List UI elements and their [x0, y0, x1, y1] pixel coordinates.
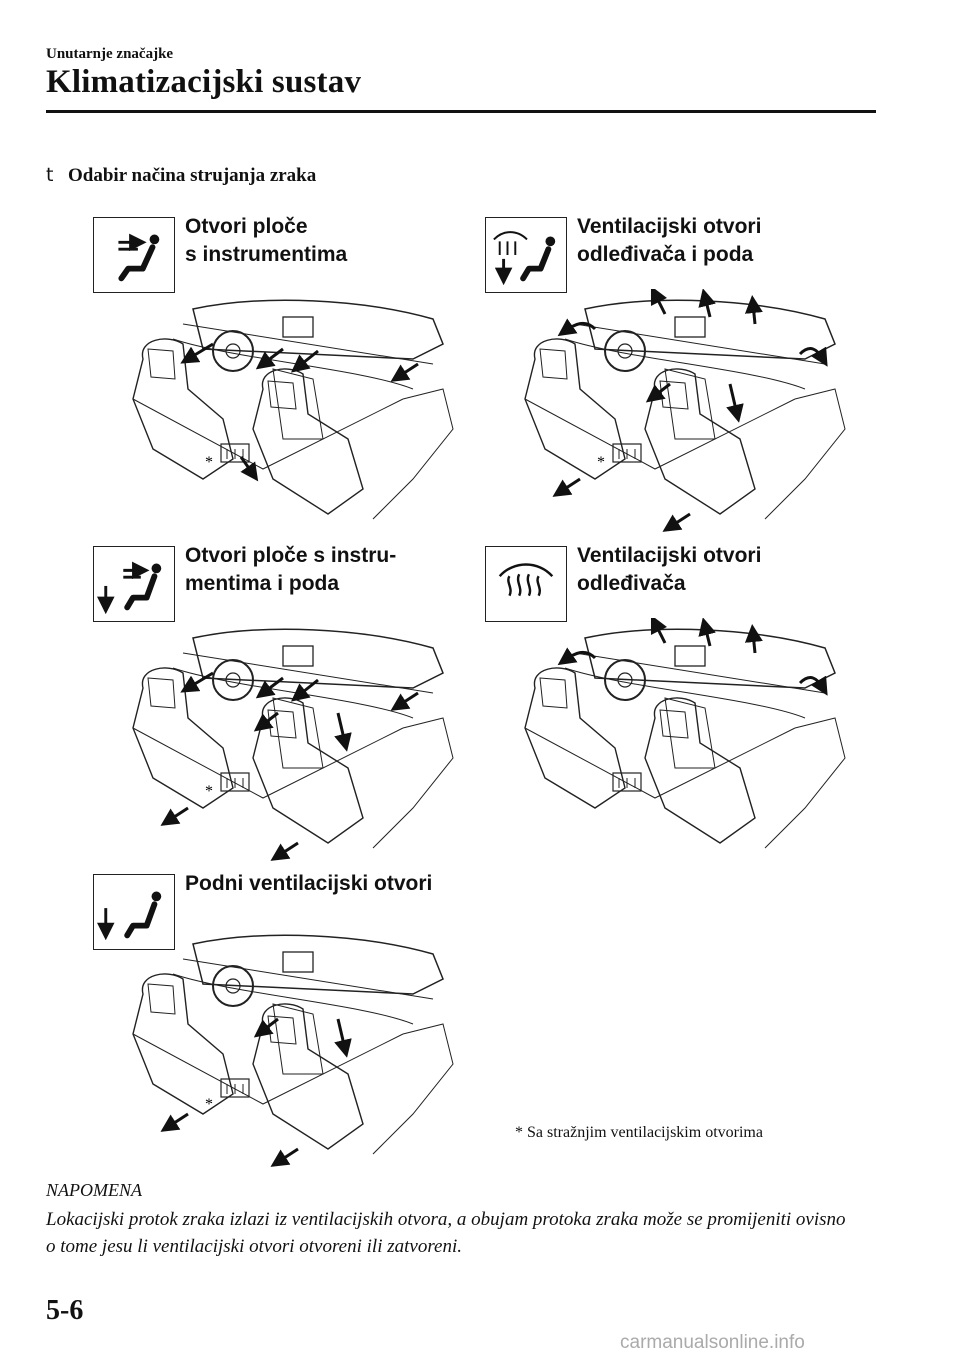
asterisk: * — [205, 1096, 213, 1113]
cabin-illustration: * — [505, 289, 855, 539]
section-marker: t — [46, 164, 54, 186]
mode-label: Ventilacijski otvori odleđivača i poda — [577, 215, 762, 266]
note-text: Lokacijski protok zraka izlazi iz ventil… — [46, 1209, 846, 1257]
section-heading: t Odabir načina strujanja zraka — [46, 164, 316, 187]
asterisk: * — [205, 454, 213, 471]
watermark: carmanualsonline.info — [620, 1332, 805, 1353]
defrost-vent-icon-box — [485, 546, 567, 622]
cabin-illustration: * — [113, 618, 463, 868]
face-vent-icon — [118, 233, 160, 282]
page-number: 5-6 — [46, 1295, 84, 1326]
mode-face: Otvori ploče s instrumentima * — [93, 215, 473, 539]
asterisk: * — [597, 454, 605, 471]
mode-label: Otvori ploče s instru- mentima i poda — [185, 544, 397, 595]
breadcrumb: Unutarnje značajke — [46, 46, 174, 62]
face-floor-vent-icon-box — [93, 546, 175, 622]
section-title: Odabir načina strujanja zraka — [68, 165, 317, 186]
footnote: * Sa stražnjim ventilacijskim otvorima — [515, 1124, 763, 1141]
defrost-floor-vent-icon — [493, 231, 556, 286]
asterisk: * — [205, 783, 213, 800]
cabin-illustration: * — [113, 924, 463, 1174]
defrost-vent-icon — [498, 563, 554, 597]
cabin-illustration — [505, 618, 855, 868]
mode-label: Podni ventilacijski otvori — [185, 872, 433, 895]
face-floor-vent-icon — [97, 561, 162, 615]
mode-label: Otvori ploče s instrumentima — [185, 215, 348, 266]
cabin-illustration: * — [113, 289, 463, 539]
face-vent-icon-box — [93, 217, 175, 293]
mode-label: Ventilacijski otvori odleđivača — [577, 544, 762, 595]
title-divider — [46, 110, 876, 113]
mode-face-floor: Otvori ploče s instru- mentima i poda * — [93, 544, 473, 868]
floor-vent-icon — [97, 891, 162, 941]
note-title: NAPOMENA — [46, 1180, 142, 1200]
mode-defrost-floor: Ventilacijski otvori odleđivača i poda * — [485, 215, 865, 539]
mode-defrost: Ventilacijski otvori odleđivača — [485, 544, 865, 868]
defrost-floor-vent-icon-box — [485, 217, 567, 293]
floor-vent-icon-box — [93, 874, 175, 950]
mode-floor: Podni ventilacijski otvori * — [93, 872, 473, 1174]
page-title: Klimatizacijski sustav — [46, 64, 362, 100]
